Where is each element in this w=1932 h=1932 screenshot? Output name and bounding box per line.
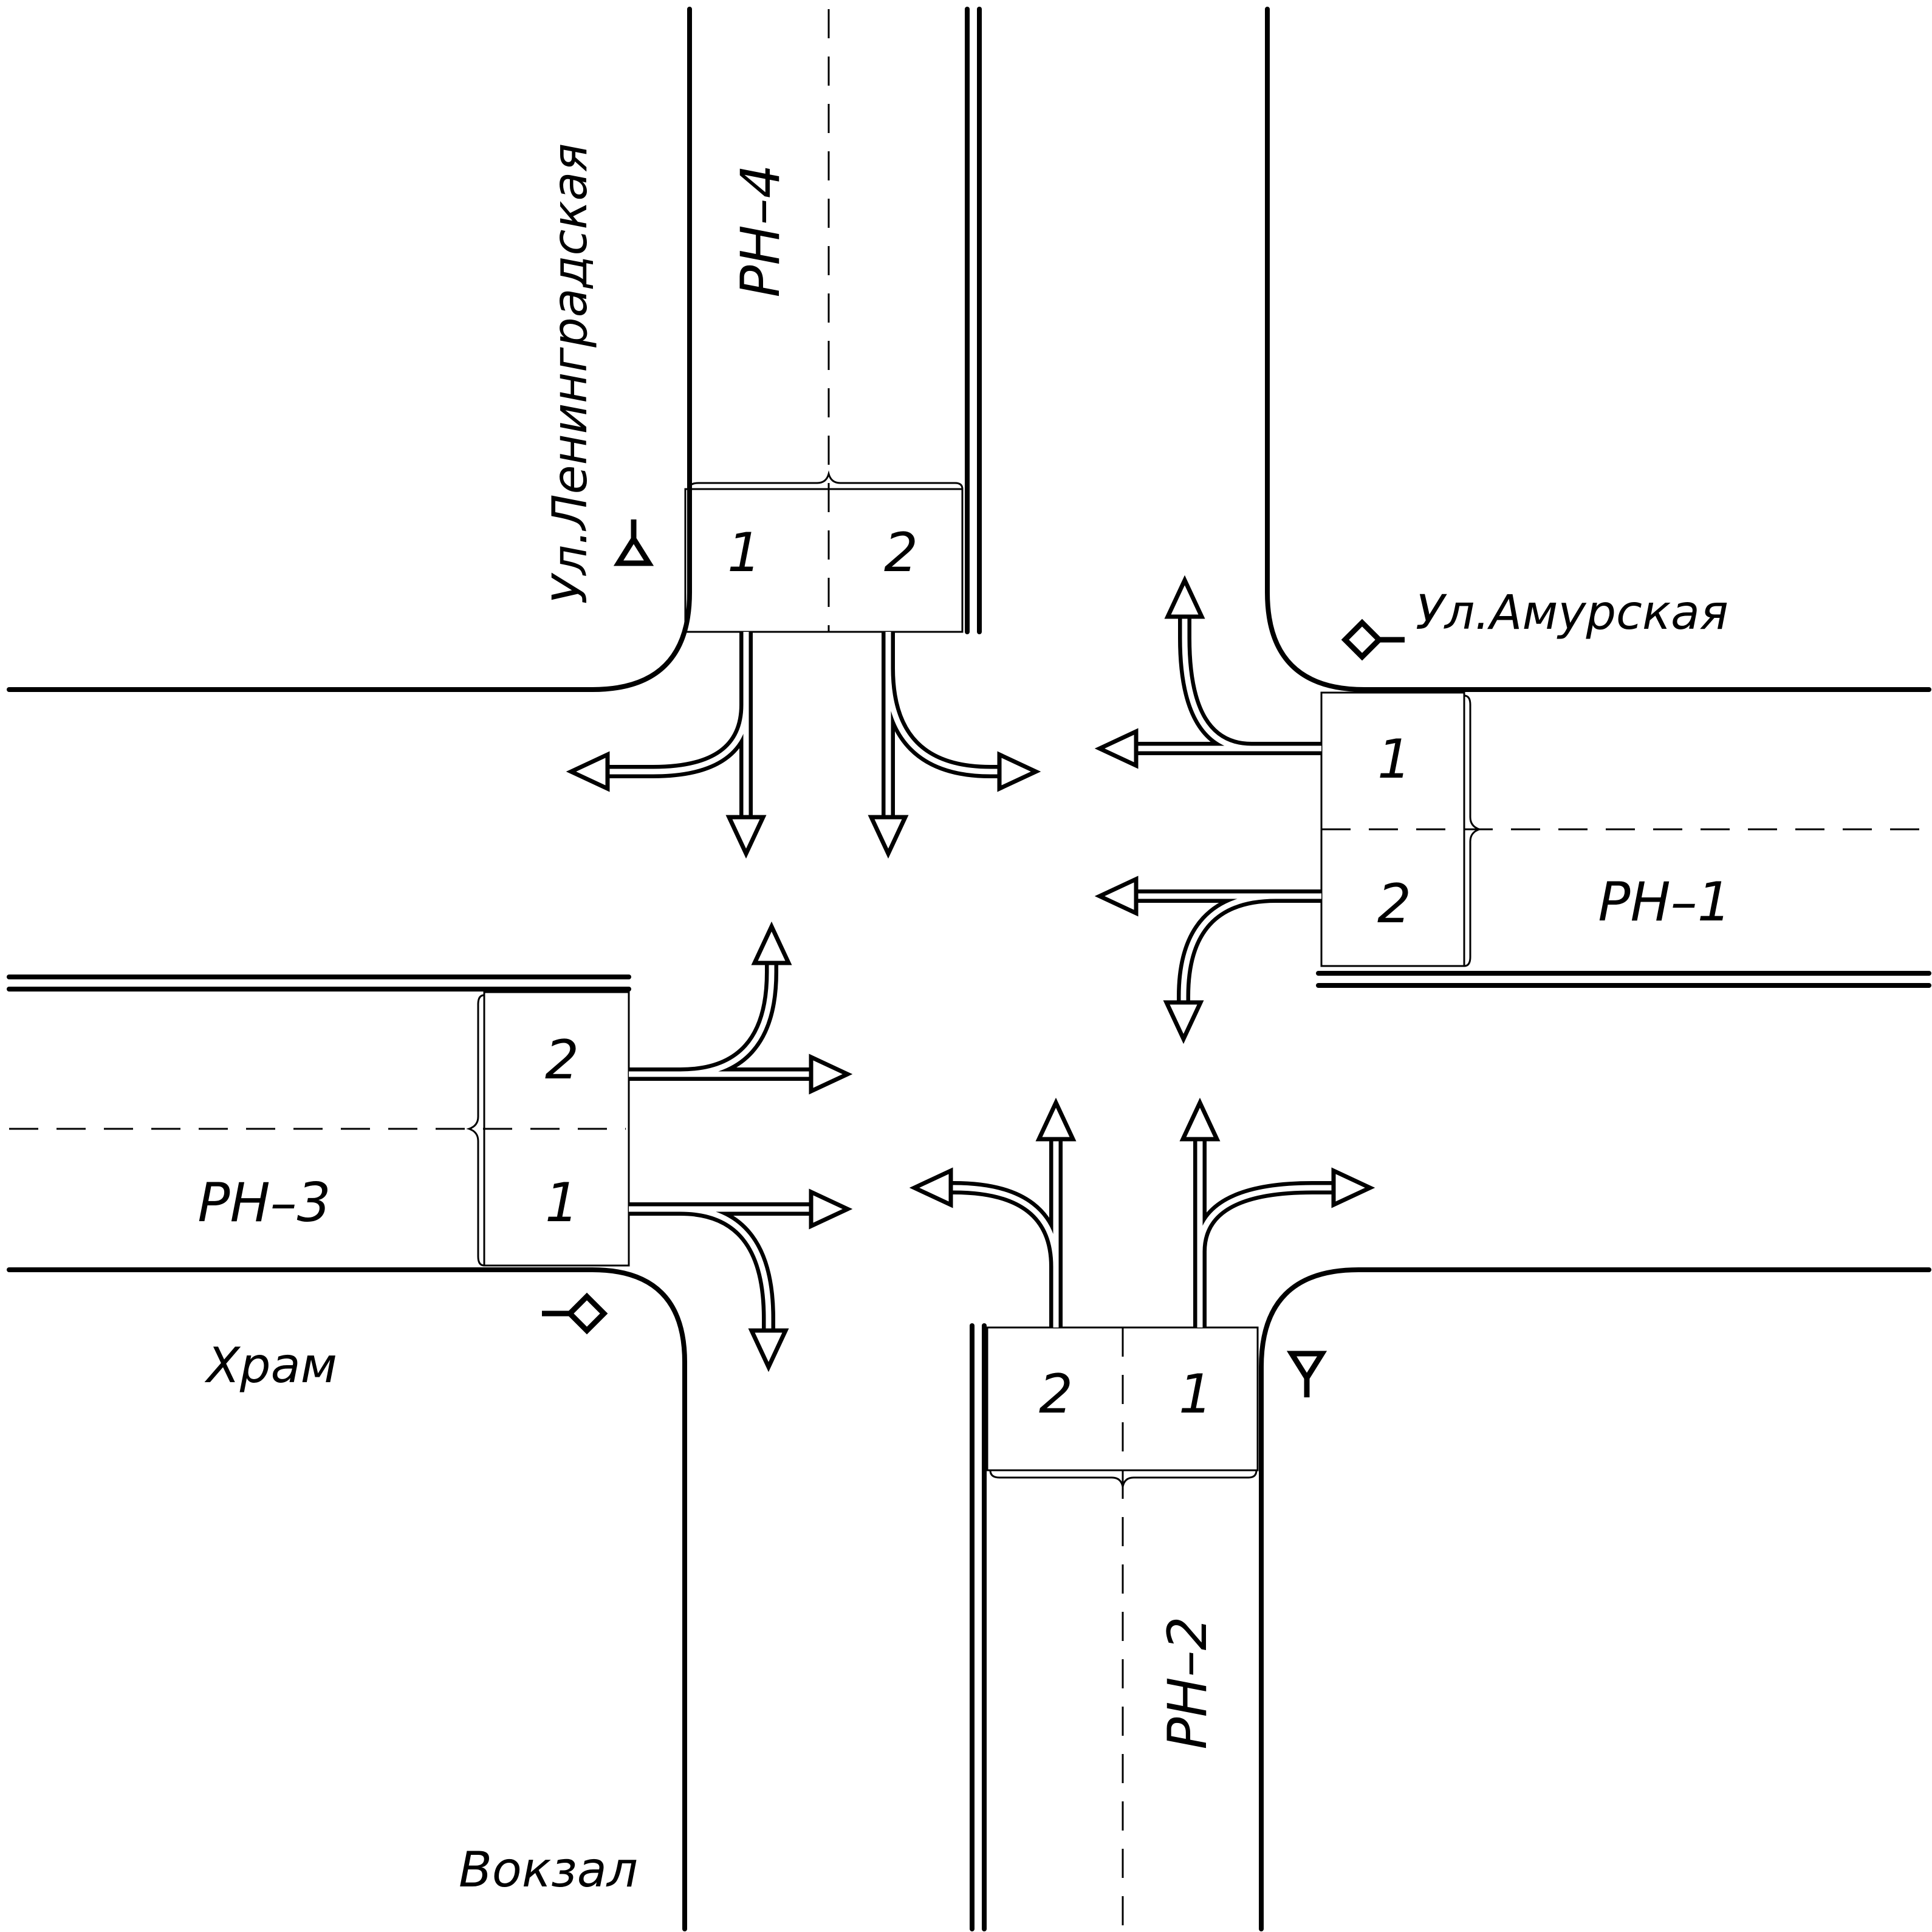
yield-triangle-icon	[1286, 1351, 1327, 1397]
street-leningradskaya: Ул.Ленинградская	[543, 143, 598, 604]
traffic-arrows	[566, 575, 1375, 1372]
priority-road-icon	[1341, 618, 1405, 661]
rn4-lane-2: 2	[884, 521, 918, 584]
rn1-lane-box	[1320, 691, 1465, 967]
arrow-north-lane1	[566, 632, 767, 859]
arrow-east-lane1	[1094, 575, 1321, 769]
rn2-lane-2: 2	[1039, 1363, 1073, 1425]
rn2-lane-box	[986, 1326, 1259, 1471]
priority-road-icon	[542, 1292, 608, 1335]
rn3-code: РН–3	[197, 1171, 331, 1234]
curb-south-east	[1259, 1267, 1931, 1931]
rn3-lane-box	[483, 991, 630, 1267]
curb-north-east	[1265, 7, 1931, 692]
arrow-west-lane2	[629, 921, 853, 1095]
arrow-south-lane2	[909, 1097, 1077, 1327]
rn4-lane-1: 1	[727, 521, 761, 584]
street-amurskaya: Ул.Амурская	[1416, 586, 1728, 640]
rn2-brace	[989, 1470, 1258, 1487]
rn1-brace	[1464, 694, 1482, 967]
rn3-brace	[466, 994, 485, 1267]
rn4-code: РН–4	[729, 164, 792, 297]
curb-south-west	[7, 1267, 687, 1931]
arrow-east-lane2	[1094, 875, 1321, 1044]
place-station: Вокзал	[459, 1841, 638, 1898]
center-lines	[9, 9, 1929, 1929]
curb-north-west	[7, 7, 692, 692]
rn1-lane-1: 1	[1377, 728, 1411, 790]
rn1-code: РН–1	[1598, 871, 1731, 933]
arrow-south-lane1	[1179, 1097, 1375, 1327]
rn1-lane-2: 2	[1377, 872, 1411, 935]
yield-triangle-icon	[613, 519, 654, 566]
rn3-lane-2: 2	[545, 1029, 579, 1091]
arrow-west-lane1	[629, 1188, 853, 1372]
rn4-brace	[688, 470, 964, 490]
labels: 1 2 1 2 2 1 2 1 РН–4 РН–1 РН–3 РН–2 Ул.Л…	[197, 143, 1731, 1898]
road-edges	[7, 7, 1931, 1931]
rn2-code: РН–2	[1156, 1616, 1219, 1749]
lane-boxes	[466, 470, 1482, 1487]
place-temple: Храм	[204, 1337, 337, 1394]
arrow-north-lane2	[868, 632, 1041, 859]
rn4-lane-box	[684, 488, 964, 633]
road-signs	[542, 519, 1405, 1397]
rn3-lane-1: 1	[545, 1171, 579, 1234]
rn2-lane-1: 1	[1179, 1363, 1213, 1425]
